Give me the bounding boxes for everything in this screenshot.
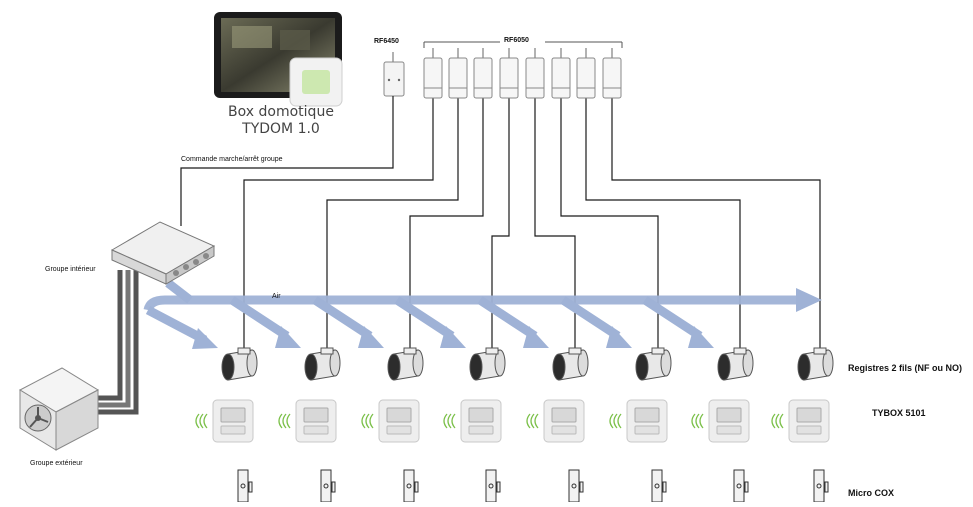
micro-cox-icon	[814, 470, 828, 502]
damper-register-icon	[718, 348, 753, 380]
wireless-wave	[448, 414, 451, 428]
air-branch-arrow	[563, 300, 632, 348]
wireless-wave	[452, 414, 455, 428]
tybox-thermostat-icon	[692, 400, 749, 442]
wireless-wave	[610, 414, 613, 428]
micro-cox-icon	[238, 470, 252, 502]
air-branch-arrow	[397, 300, 466, 348]
wireless-wave	[204, 414, 207, 428]
micro-cox-icon	[569, 470, 583, 502]
wireless-wave	[535, 414, 538, 428]
tybox-thermostat-icon	[362, 400, 419, 442]
air-branch-arrow	[232, 300, 301, 348]
wireless-wave	[444, 414, 447, 428]
micro-cox-icon	[734, 470, 748, 502]
damper-register-icon	[388, 348, 423, 380]
micro-cox-icon	[404, 470, 418, 502]
rf6450-label: RF6450	[374, 38, 399, 45]
rf6050-module	[474, 48, 492, 98]
micro-cox-icon	[486, 470, 500, 502]
wireless-wave	[287, 414, 290, 428]
control-wire	[535, 98, 575, 352]
tydom-tablet-icon	[214, 12, 342, 106]
wireless-wave	[370, 414, 373, 428]
control-wire	[612, 98, 820, 352]
rf6050-module	[577, 48, 595, 98]
rf6050-module	[603, 48, 621, 98]
tydom-box-line1: Box domotique	[206, 104, 356, 121]
air-branch-arrow	[315, 300, 384, 348]
rf6050-module	[424, 48, 442, 98]
rf6050-module	[449, 48, 467, 98]
wireless-wave	[362, 414, 365, 428]
tybox-thermostat-icon	[196, 400, 253, 442]
micro-cox-icon	[321, 470, 335, 502]
indoor-unit-label: Groupe intérieur	[45, 266, 96, 273]
damper-register-icon	[636, 348, 671, 380]
wireless-wave	[527, 414, 530, 428]
wireless-wave	[776, 414, 779, 428]
air-branch-arrow	[480, 300, 549, 348]
tybox-thermostat-icon	[444, 400, 501, 442]
micro-cox-icon	[652, 470, 666, 502]
wireless-wave	[780, 414, 783, 428]
tybox-thermostat-icon	[279, 400, 336, 442]
tybox-thermostat-icon	[772, 400, 829, 442]
air-label: Air	[272, 293, 281, 300]
rf6050-module	[552, 48, 570, 98]
tydom-box-line2: TYDOM 1.0	[206, 121, 356, 138]
tybox-thermostat-icon	[610, 400, 667, 442]
registres-label: Registres 2 fils (NF ou NO)	[848, 363, 962, 373]
micro-cox-label: Micro COX	[848, 488, 894, 498]
damper-register-icon	[222, 348, 257, 380]
rf6050-module	[500, 48, 518, 98]
outdoor-unit-label: Groupe extérieur	[30, 460, 83, 467]
damper-register-icon	[470, 348, 505, 380]
rf6050-label: RF6050	[504, 37, 529, 44]
wireless-wave	[200, 414, 203, 428]
damper-register-icon	[798, 348, 833, 380]
wireless-wave	[531, 414, 534, 428]
tybox-thermostat-icon	[527, 400, 584, 442]
wireless-wave	[700, 414, 703, 428]
rf6450-module	[384, 52, 404, 96]
air-branch-arrow	[645, 300, 714, 348]
wireless-wave	[692, 414, 695, 428]
wireless-wave	[772, 414, 775, 428]
rf6050-module	[526, 48, 544, 98]
command-label: Commande marche/arrêt groupe	[181, 156, 283, 163]
wireless-wave	[366, 414, 369, 428]
tydom-box-label: Box domotique TYDOM 1.0	[206, 104, 356, 138]
wireless-wave	[696, 414, 699, 428]
wireless-wave	[614, 414, 617, 428]
tybox-label: TYBOX 5101	[872, 408, 926, 418]
damper-register-icon	[305, 348, 340, 380]
wireless-wave	[283, 414, 286, 428]
wireless-wave	[279, 414, 282, 428]
wireless-wave	[618, 414, 621, 428]
wireless-wave	[196, 414, 199, 428]
damper-register-icon	[553, 348, 588, 380]
outdoor-unit-icon	[20, 368, 98, 450]
